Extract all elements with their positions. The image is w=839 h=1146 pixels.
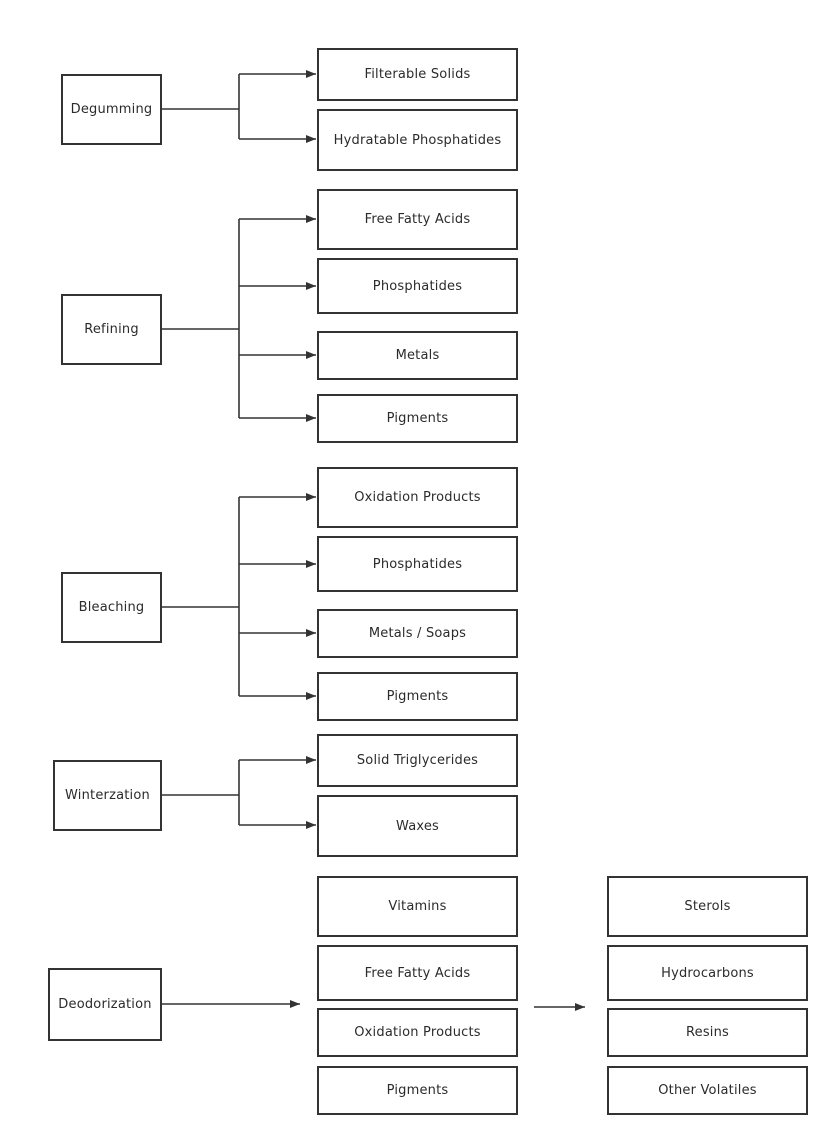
stage-winterization: Winterzation	[53, 760, 162, 831]
output-metals: Metals	[317, 331, 518, 380]
output-pigments: Pigments	[317, 394, 518, 443]
output-filterable-solids: Filterable Solids	[317, 48, 518, 101]
output-waxes: Waxes	[317, 795, 518, 857]
stage-refining: Refining	[61, 294, 162, 365]
output-vitamins: Vitamins	[317, 876, 518, 937]
output-oxidation-products: Oxidation Products	[317, 1008, 518, 1057]
stage-deodorization: Deodorization	[48, 968, 162, 1041]
output-phosphatides: Phosphatides	[317, 536, 518, 592]
output-oxidation-products: Oxidation Products	[317, 467, 518, 528]
output-other-volatiles: Other Volatiles	[607, 1066, 808, 1115]
output-phosphatides: Phosphatides	[317, 258, 518, 314]
output-resins: Resins	[607, 1008, 808, 1057]
output-sterols: Sterols	[607, 876, 808, 937]
output-free-fatty-acids: Free Fatty Acids	[317, 945, 518, 1001]
output-hydrocarbons: Hydrocarbons	[607, 945, 808, 1001]
output-solid-triglycerides: Solid Triglycerides	[317, 734, 518, 787]
stage-degumming: Degumming	[61, 74, 162, 145]
output-hydratable-phosphatides: Hydratable Phosphatides	[317, 109, 518, 171]
output-metals-soaps: Metals / Soaps	[317, 609, 518, 658]
stage-bleaching: Bleaching	[61, 572, 162, 643]
output-free-fatty-acids: Free Fatty Acids	[317, 189, 518, 250]
output-pigments: Pigments	[317, 672, 518, 721]
output-pigments: Pigments	[317, 1066, 518, 1115]
